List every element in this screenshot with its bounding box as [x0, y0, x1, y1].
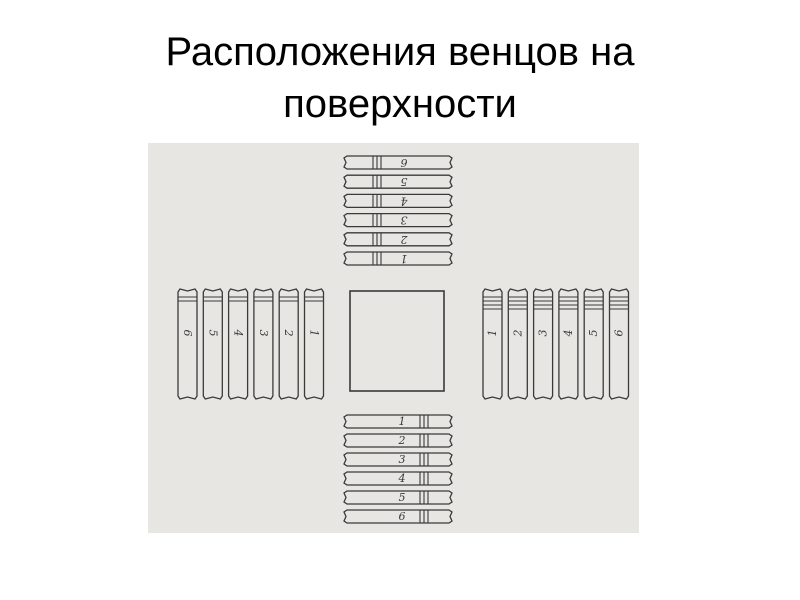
crown-bar-label: 2: [282, 329, 295, 337]
crown-bar-outline: [343, 490, 453, 505]
crown-bar-right-4: 4: [558, 288, 579, 400]
crown-bar-label: 1: [486, 330, 499, 337]
crown-bar-bottom-3: 3: [343, 452, 453, 467]
crown-bar-label: 5: [206, 330, 219, 337]
crown-bar-left-4: 4: [227, 288, 249, 400]
crown-bar-label: 5: [401, 175, 408, 188]
crown-bar-label: 6: [613, 330, 626, 337]
crown-bar-top-3: 3: [343, 212, 453, 228]
crown-bar-outline: [343, 471, 453, 486]
crown-bar-bottom-2: 2: [343, 433, 453, 448]
crown-bar-bottom-1: 1: [343, 414, 453, 429]
crown-bar-outline: [583, 288, 604, 400]
crown-bar-outline: [278, 288, 299, 400]
crown-bar-outline: [343, 414, 453, 429]
crown-bar-outline: [177, 288, 198, 400]
crown-bar-outline: [303, 288, 325, 400]
crown-bar-outline: [482, 288, 503, 400]
crown-bar-outline: [343, 193, 453, 209]
crown-bar-label: 6: [399, 510, 406, 523]
crown-bar-left-1: 1: [303, 288, 325, 400]
crown-bar-top-1: 1: [343, 251, 453, 266]
crown-layout-figure: 6 5 4 3 2 1 6 5 4 3 2 1 1 2 3 4 5 6 1 2 3 4 5 6: [148, 143, 639, 533]
right-crown-group: 1 2 3 4 5 6: [482, 288, 630, 400]
crown-bar-label: 5: [587, 330, 600, 337]
bottom-crown-group: 1 2 3 4 5 6: [343, 414, 453, 524]
figure-background: [148, 143, 639, 533]
title-line-2: поверхности: [283, 82, 517, 126]
crown-bar-outline: [227, 288, 249, 400]
crown-bar-outline: [532, 288, 554, 400]
crown-bar-outline: [343, 232, 453, 247]
crown-layout-drawing: 6 5 4 3 2 1 6 5 4 3 2 1 1 2 3 4 5 6 1 2 3 4 5 6: [148, 143, 639, 533]
crown-bar-left-3: 3: [253, 288, 274, 400]
crown-bar-right-6: 6: [608, 288, 630, 400]
crown-bar-left-2: 2: [278, 288, 299, 400]
crown-bar-label: 1: [401, 252, 408, 265]
slide-title: Расположения венцов на поверхности: [40, 26, 760, 130]
crown-bar-right-1: 1: [482, 288, 503, 400]
crown-bar-label: 3: [401, 214, 408, 227]
crown-bar-outline: [343, 452, 453, 467]
crown-bar-label: 5: [399, 491, 406, 504]
crown-bar-outline: [507, 288, 528, 400]
crown-bar-outline: [202, 288, 223, 400]
crown-bar-label: 4: [562, 330, 575, 338]
title-line-1: Расположения венцов на: [165, 30, 635, 74]
left-crown-group: 6 5 4 3 2 1: [177, 288, 325, 400]
crown-bar-left-5: 5: [202, 288, 223, 400]
crown-bar-label: 6: [181, 330, 194, 337]
crown-bar-outline: [558, 288, 579, 400]
crown-bar-outline: [343, 155, 453, 170]
crown-bar-outline: [343, 251, 453, 266]
crown-bar-label: 2: [401, 233, 409, 246]
crown-bar-label: 1: [308, 330, 321, 337]
crown-bar-outline: [343, 212, 453, 228]
crown-bar-outline: [343, 509, 453, 524]
crown-bar-right-3: 3: [532, 288, 554, 400]
crown-bar-top-2: 2: [343, 232, 453, 247]
crown-bar-outline: [343, 433, 453, 448]
crown-bar-label: 3: [537, 330, 550, 337]
crown-bar-label: 3: [399, 453, 406, 466]
crown-bar-left-6: 6: [177, 288, 198, 400]
crown-bar-label: 4: [401, 194, 409, 207]
crown-bar-outline: [343, 174, 453, 189]
crown-bar-top-6: 6: [343, 155, 453, 170]
crown-bar-right-5: 5: [583, 288, 604, 400]
crown-bar-outline: [608, 288, 630, 400]
crown-bar-top-4: 4: [343, 193, 453, 209]
crown-bar-label: 4: [398, 472, 406, 485]
crown-bar-bottom-6: 6: [343, 509, 453, 524]
crown-bar-bottom-5: 5: [343, 490, 453, 505]
crown-bar-label: 1: [399, 415, 406, 428]
center-square: [349, 290, 445, 392]
crown-bar-label: 4: [232, 329, 245, 337]
crown-bar-top-5: 5: [343, 174, 453, 189]
crown-bar-label: 3: [257, 330, 270, 337]
crown-bar-label: 2: [511, 330, 524, 338]
crown-bar-bottom-4: 4: [343, 471, 453, 486]
crown-bar-label: 2: [398, 434, 406, 447]
crown-bar-outline: [253, 288, 274, 400]
crown-bar-right-2: 2: [507, 288, 528, 400]
top-crown-group: 6 5 4 3 2 1: [343, 155, 453, 266]
crown-bar-label: 6: [401, 156, 408, 169]
